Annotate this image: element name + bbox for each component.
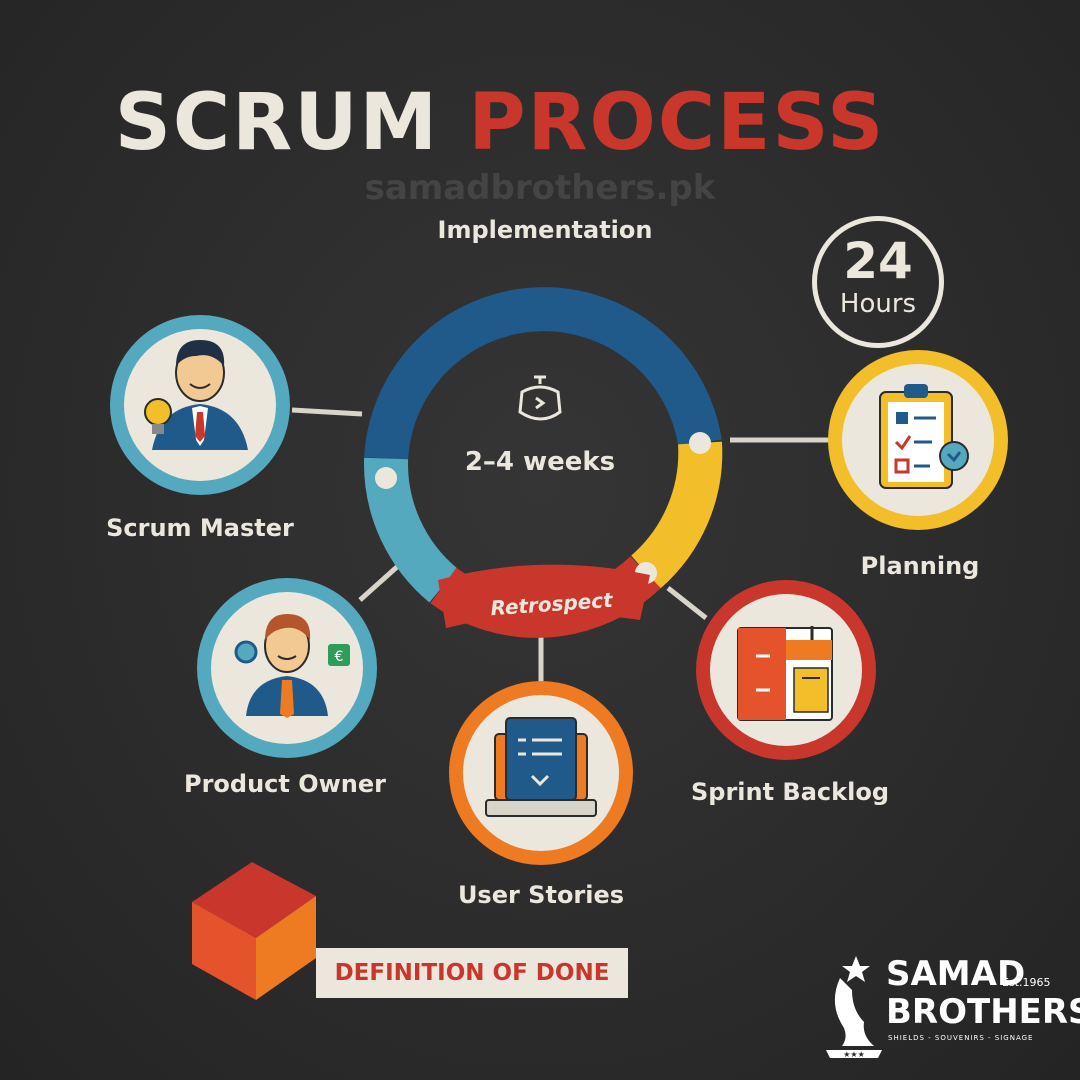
trophy-star-icon: ★★★ — [826, 956, 882, 1059]
scrum-master-node — [110, 315, 290, 495]
product-owner-node: € — [197, 578, 377, 758]
logo-line1: SAMAD — [886, 954, 1026, 994]
sprint-duration-label: 2–4 weeks — [464, 447, 616, 477]
scrum-master-avatar-icon — [144, 340, 248, 450]
definition-of-done-banner: DEFINITION OF DONE — [316, 948, 628, 998]
logo-tagline: SHIELDS - SOUVENIRS - SIGNAGE — [888, 1034, 1034, 1042]
title-word-process: PROCESS — [468, 78, 886, 168]
ring-segment-implementation — [364, 287, 722, 460]
svg-text:€: € — [335, 649, 344, 665]
clipboard-checklist-icon — [879, 384, 969, 489]
page-title: SCRUM PROCESS — [0, 78, 1000, 168]
product-owner-avatar-icon: € — [234, 614, 350, 718]
implementation-label: Implementation — [437, 216, 653, 244]
user-stories-node — [449, 681, 633, 865]
user-stories-label: User Stories — [457, 881, 625, 909]
ring-node-teal — [375, 467, 397, 489]
scrum-master-label: Scrum Master — [106, 514, 294, 542]
connector-sprint-backlog — [666, 586, 708, 620]
sprint-ring: Retrospect — [364, 287, 723, 638]
sprint-backlog-node — [696, 580, 876, 760]
done-cube-icon — [192, 862, 316, 1000]
planning-label: Planning — [860, 552, 980, 580]
connector-scrum-master — [291, 407, 363, 417]
title-word-scrum: SCRUM — [114, 78, 440, 168]
product-owner-label: Product Owner — [183, 770, 386, 798]
logo-line2: BROTHERS — [886, 992, 1080, 1032]
laptop-document-icon — [485, 717, 597, 817]
samad-brothers-logo: ★★★ SAMAD Est.1965 BROTHERS SHIELDS - SO… — [822, 950, 1080, 1060]
ring-segment-yellow — [630, 441, 723, 589]
daily-hours-number: 24 — [843, 232, 913, 290]
sprint-backlog-label: Sprint Backlog — [690, 778, 889, 806]
daily-hours-unit: Hours — [839, 289, 917, 319]
connector-product-owner — [358, 564, 400, 602]
logo-established: Est.1965 — [1002, 976, 1051, 989]
ring-node-yellow — [689, 432, 711, 454]
watermark-text: samadbrothers.pk — [364, 168, 716, 208]
backlog-board-icon — [737, 626, 833, 721]
planning-node — [828, 350, 1008, 530]
svg-text:★★★: ★★★ — [843, 1050, 865, 1059]
daily-scrum-badge: 24 Hours — [812, 216, 944, 348]
retrospect-banner — [438, 564, 650, 628]
timer-icon — [518, 375, 562, 421]
